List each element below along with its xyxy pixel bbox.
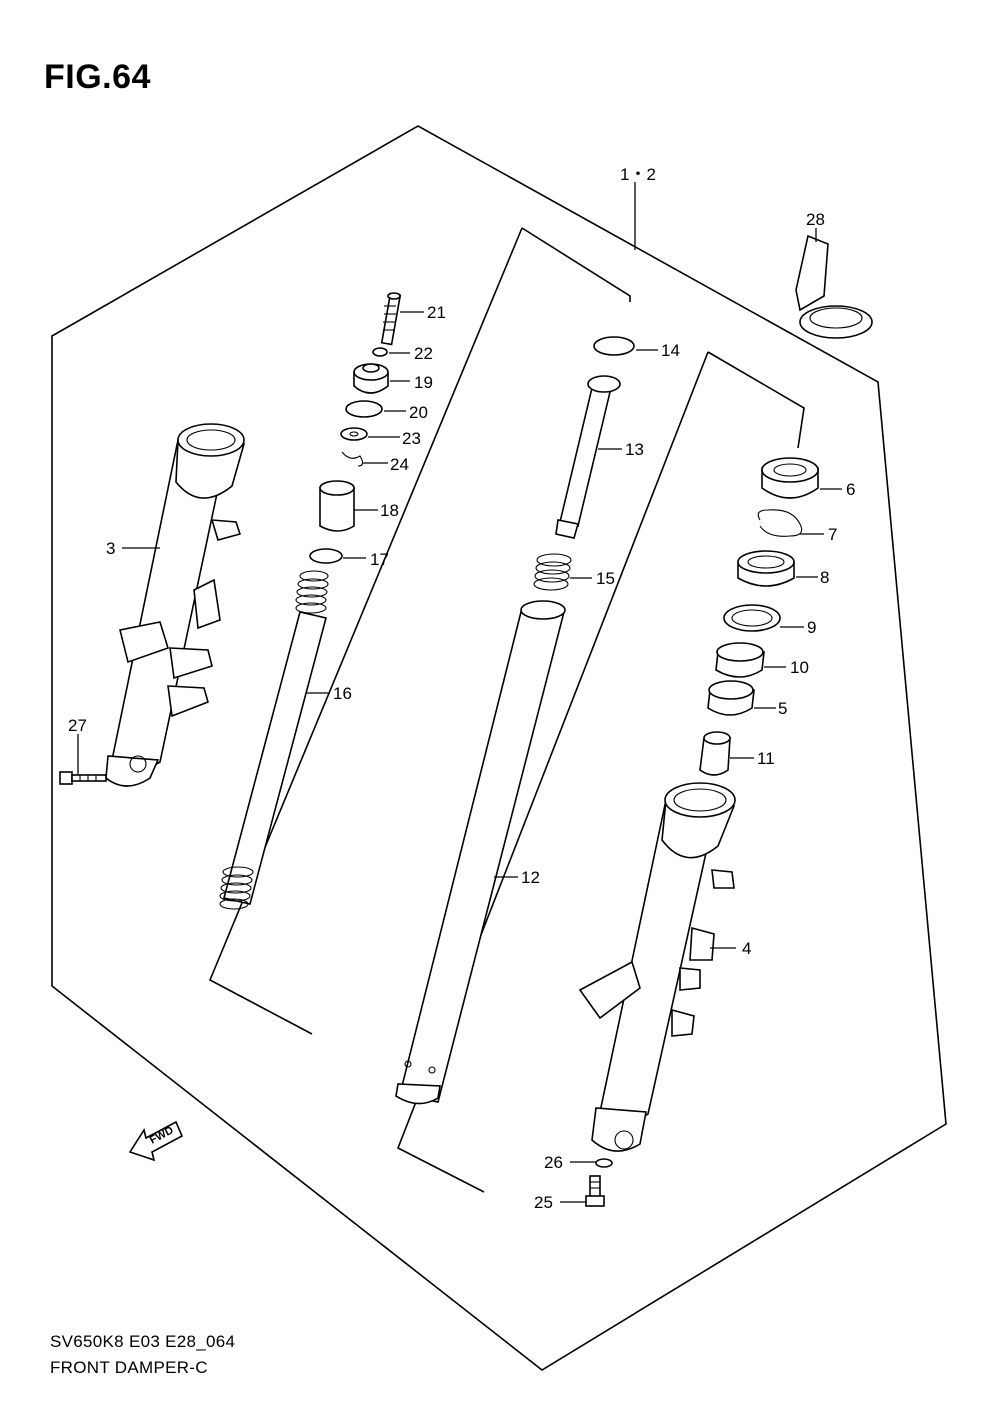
part-18-spacer <box>319 480 355 532</box>
callout-8: 8 <box>820 568 829 587</box>
part-19-cap <box>353 363 389 394</box>
callout-12: 12 <box>521 868 540 887</box>
callout-18: 18 <box>380 501 399 520</box>
part-13-rod <box>555 375 621 539</box>
fwd-arrow-icon: FWD <box>128 1120 184 1162</box>
callout-3: 3 <box>106 539 115 558</box>
figure-model-code: SV650K8 E03 E28_064 <box>50 1332 236 1351</box>
assembly-boundary <box>51 125 947 1371</box>
callout-10: 10 <box>790 658 809 677</box>
part-5-bushing <box>707 680 755 716</box>
callout-7: 7 <box>828 525 837 544</box>
callout-16: 16 <box>333 684 352 703</box>
part-22-oring <box>372 347 388 357</box>
part-8-oil-seal <box>737 550 795 587</box>
part-6-dust-seal <box>761 457 819 499</box>
callout-19: 19 <box>414 373 433 392</box>
part-27-bolt <box>59 771 107 785</box>
figure-title: FIG.64 <box>44 58 151 96</box>
callout-27: 27 <box>68 716 87 735</box>
callout-13: 13 <box>625 440 644 459</box>
part-10-bushing <box>715 642 765 678</box>
part-26-washer <box>595 1158 613 1168</box>
callout-17: 17 <box>370 550 389 569</box>
inner-boundary-right-b <box>396 351 709 1193</box>
part-9-washer <box>723 604 781 632</box>
figure-name: FRONT DAMPER-C <box>50 1358 208 1377</box>
callout-6: 6 <box>846 480 855 499</box>
part-17-washer <box>309 548 343 564</box>
callout-15: 15 <box>596 569 615 588</box>
callout-20: 20 <box>409 403 428 422</box>
part-25-bolt <box>585 1175 605 1207</box>
callout-9: 9 <box>807 618 816 637</box>
callout-21: 21 <box>427 303 446 322</box>
callout-22: 22 <box>414 344 433 363</box>
part-14-ring <box>593 336 635 356</box>
part-24-clip <box>341 451 364 467</box>
callout-24: 24 <box>390 455 409 474</box>
callout-4: 4 <box>742 939 751 958</box>
callout-11: 11 <box>757 749 775 768</box>
inner-boundary-left-b <box>208 227 523 1035</box>
inner-boundary-right <box>707 351 805 449</box>
part-15-spring <box>533 553 572 591</box>
part-4-outer-tube <box>578 782 736 1152</box>
callout-14: 14 <box>661 341 680 360</box>
callout-1-2: 1・2 <box>620 165 656 184</box>
callout-26: 26 <box>544 1153 563 1172</box>
part-16-spring <box>219 570 329 910</box>
callout-25: 25 <box>534 1193 553 1212</box>
part-23-washer <box>340 427 368 441</box>
callout-5: 5 <box>778 699 787 718</box>
part-12-inner-tube <box>395 600 566 1105</box>
part-11-oil-lock <box>699 731 731 776</box>
part-7-stopper-ring <box>757 509 803 537</box>
part-3-outer-tube <box>105 423 246 787</box>
part-28-guard <box>795 234 873 339</box>
callout-28: 28 <box>806 210 825 229</box>
inner-boundary-left <box>521 227 631 302</box>
callout-23: 23 <box>402 429 421 448</box>
part-20-oring <box>345 400 383 418</box>
part-21-bolt <box>380 292 402 346</box>
